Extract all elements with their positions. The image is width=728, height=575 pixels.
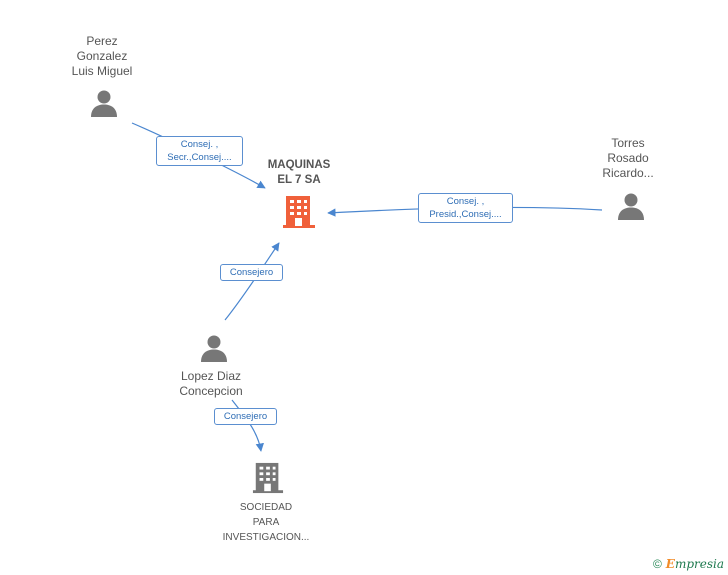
person-icon-perez[interactable] [89, 89, 119, 119]
company-sociedad-line-3: INVESTIGACION... [222, 532, 310, 543]
edge-label-perez-line-1: Consej. , [180, 139, 219, 150]
main-company-label[interactable]: MAQUINAS EL 7 SA [254, 158, 344, 188]
person-torres-line-3: Ricardo... [602, 166, 654, 180]
edge-lopez-to-sociedad[interactable] [231, 399, 264, 452]
person-icon-lopez[interactable] [199, 334, 229, 364]
main-company-line-1: MAQUINAS [267, 159, 331, 171]
edge-label-lopez-main-text: Consejero [229, 267, 274, 278]
edge-label-lopez-main[interactable]: Consejero [220, 264, 283, 281]
company-sociedad-label[interactable]: SOCIEDAD PARA INVESTIGACION... [206, 500, 326, 545]
person-lopez-label[interactable]: Lopez Diaz Concepcion [166, 369, 256, 399]
edge-label-lopez-sociedad-text: Consejero [223, 411, 268, 422]
person-perez-label[interactable]: Perez Gonzalez Luis Miguel [60, 34, 144, 79]
edge-label-torres-line-1: Consej. , [446, 196, 485, 207]
person-lopez-line-1: Lopez Diaz [180, 369, 242, 383]
person-lopez-line-2: Concepcion [179, 384, 243, 398]
edge-lopez-to-main[interactable] [224, 242, 280, 321]
person-torres-label[interactable]: Torres Rosado Ricardo... [588, 136, 668, 181]
main-company-line-2: EL 7 SA [277, 174, 321, 186]
building-icon-sociedad[interactable] [252, 461, 284, 495]
person-perez-line-2: Gonzalez [76, 49, 128, 63]
copyright-icon: © [652, 557, 662, 571]
building-icon-main[interactable] [282, 194, 316, 230]
company-sociedad-line-2: PARA [252, 517, 280, 528]
edge-label-perez-line-2: Secr.,Consej.... [167, 152, 232, 163]
footer-brand[interactable]: © Empresia [653, 557, 724, 571]
edge-label-lopez-sociedad[interactable]: Consejero [214, 408, 277, 425]
person-torres-line-1: Torres [611, 136, 645, 150]
edge-label-torres-line-2: Presid.,Consej.... [429, 209, 502, 220]
edge-label-perez[interactable]: Consej. , Secr.,Consej.... [156, 136, 243, 166]
person-perez-line-3: Luis Miguel [71, 64, 133, 78]
person-torres-line-2: Rosado [607, 151, 649, 165]
brand-logo: Empresia [666, 557, 724, 571]
edge-label-torres[interactable]: Consej. , Presid.,Consej.... [418, 193, 513, 223]
brand-logo-initial: E [665, 557, 675, 571]
person-icon-torres[interactable] [616, 192, 646, 222]
brand-logo-rest: mpresia [674, 557, 724, 571]
person-perez-line-1: Perez [86, 34, 118, 48]
company-sociedad-line-1: SOCIEDAD [239, 502, 293, 513]
